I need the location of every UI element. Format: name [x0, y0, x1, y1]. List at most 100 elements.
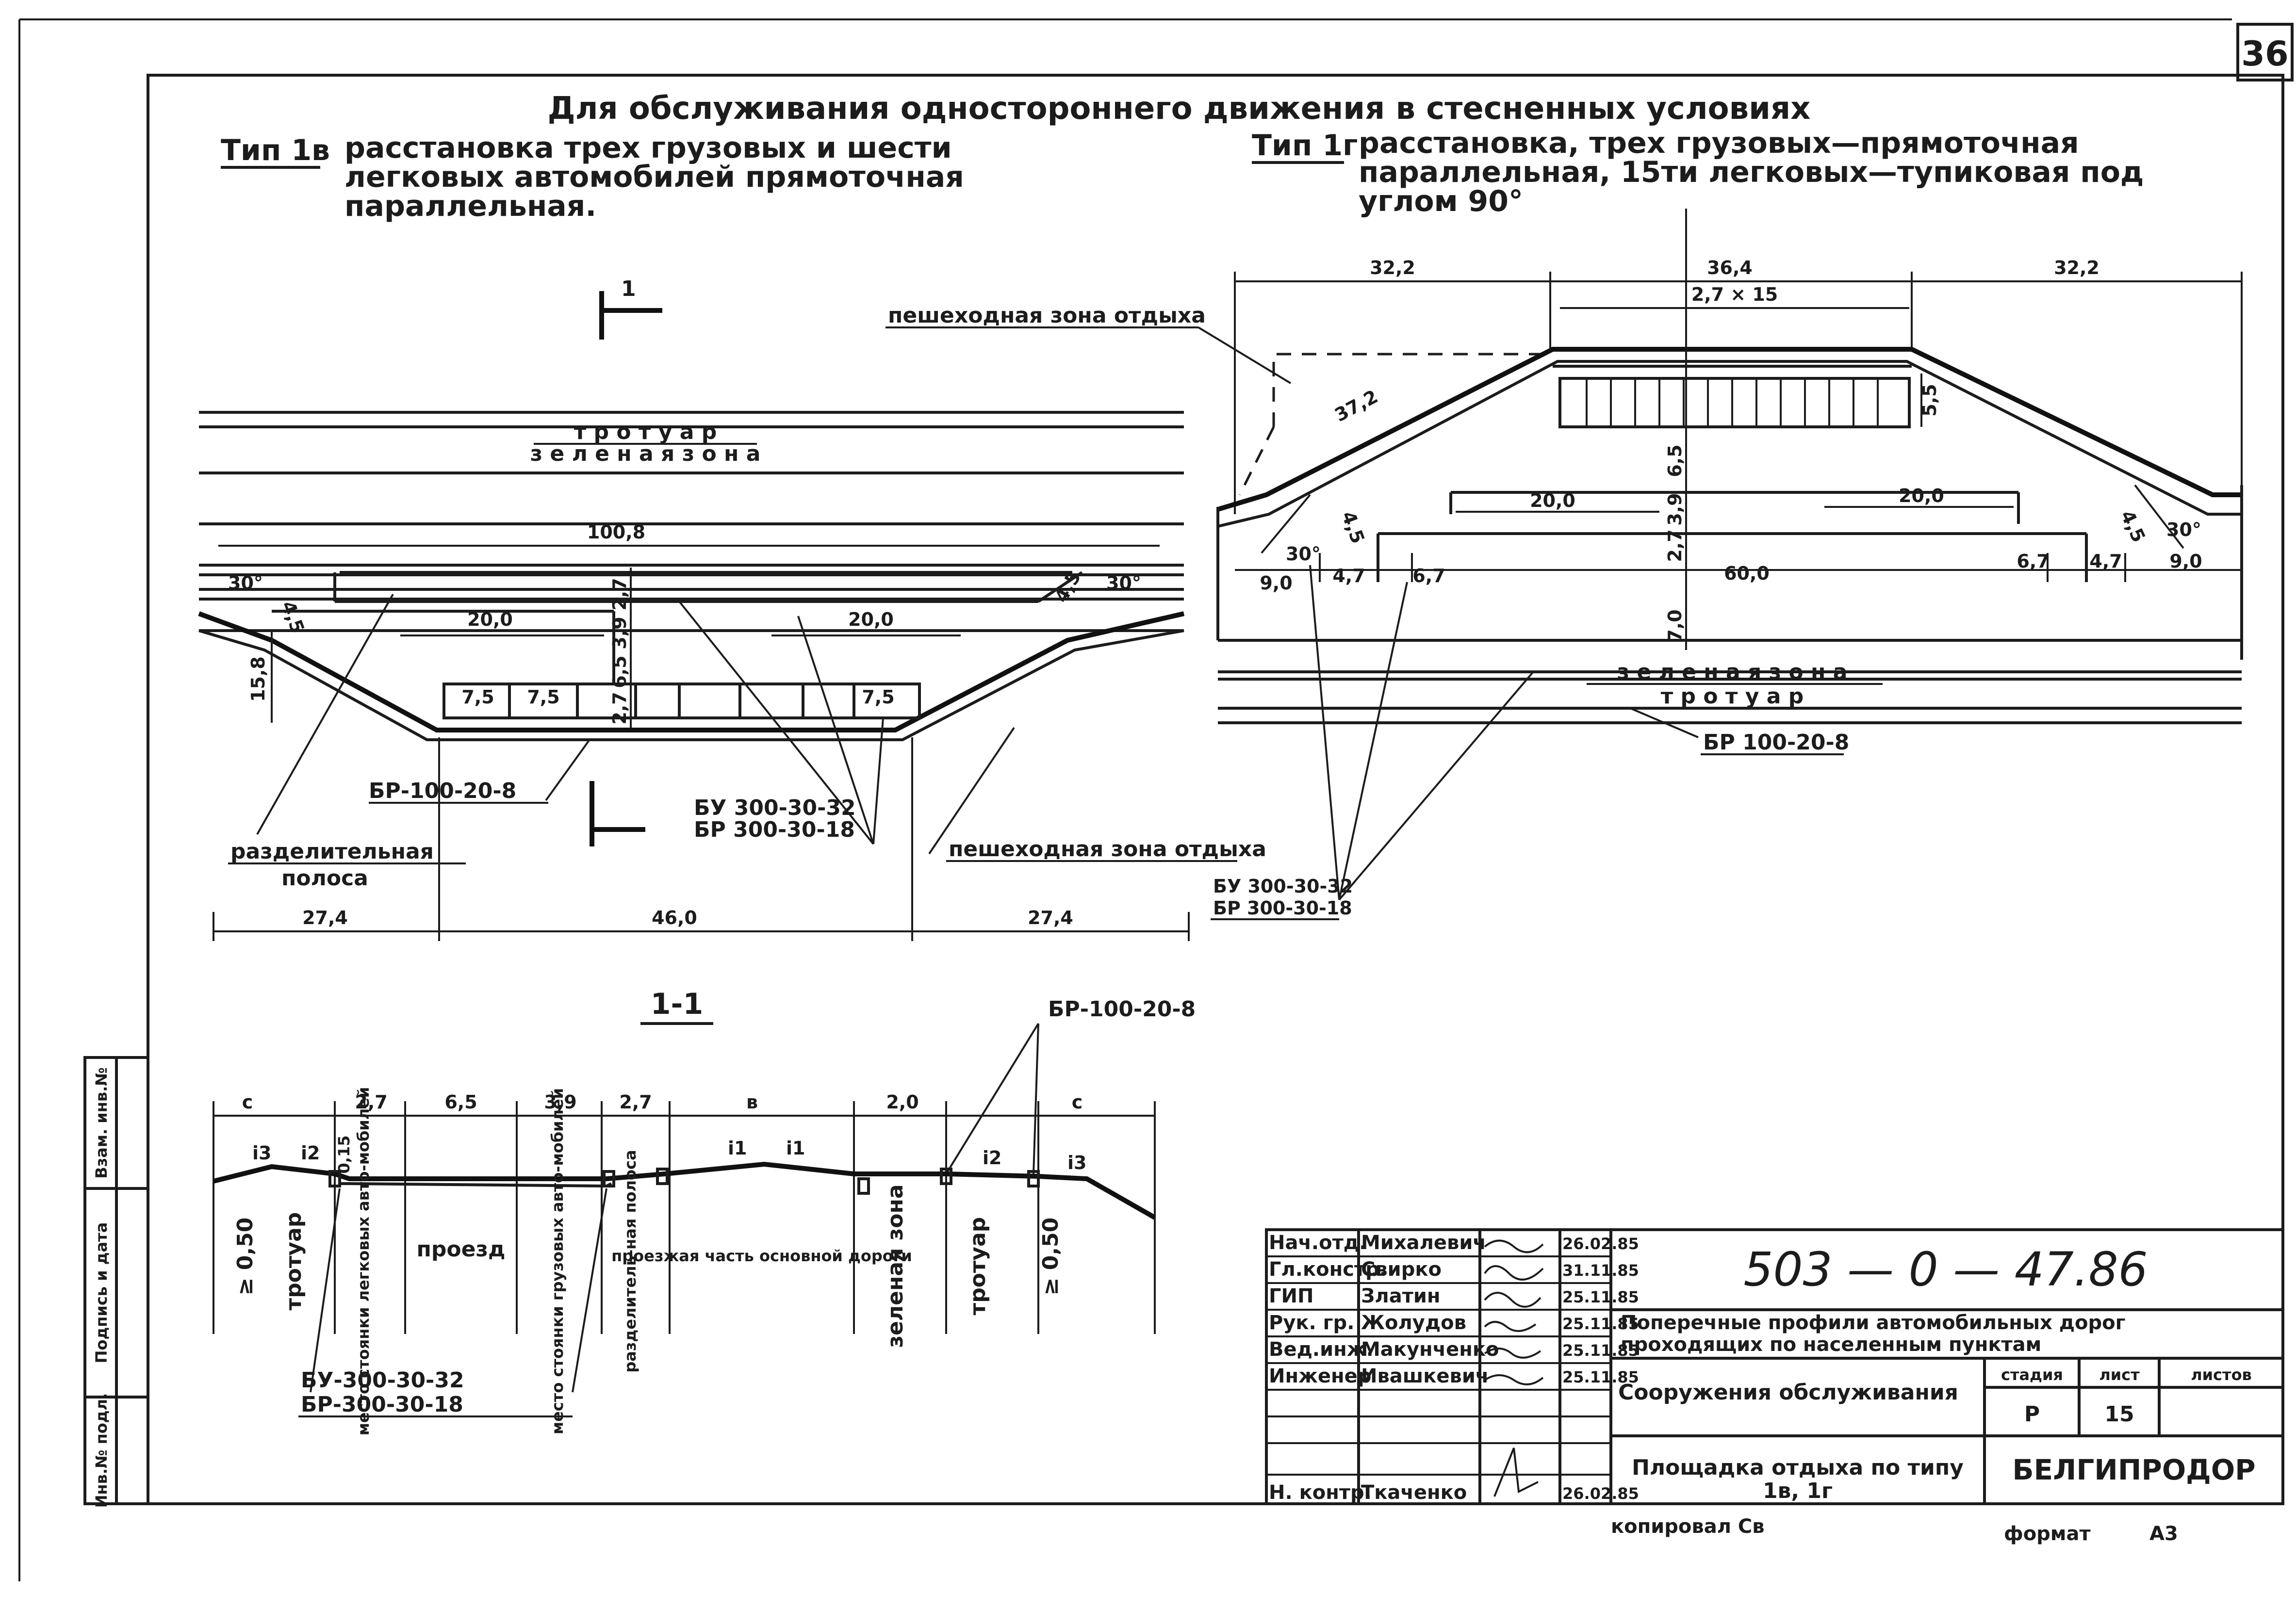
type-1v-dim-460: 46,0	[652, 907, 697, 928]
signature-3	[1484, 1292, 1542, 1308]
section-zone-sidewalk-left: тротуар	[281, 1212, 306, 1311]
sheet-frame: 36	[18, 18, 2294, 1581]
type-1v-br-label: БР-100-20-8	[369, 779, 516, 803]
section-slope-i3-right: i3	[1067, 1152, 1086, 1173]
type-1v-divider-label-2: полоса	[281, 866, 368, 891]
copied-by: копировал Св	[1611, 1515, 1765, 1538]
signature-10	[1493, 1447, 1539, 1497]
section-dim-65: 6,5	[444, 1091, 477, 1113]
section-slope-i2-left: i2	[301, 1142, 320, 1164]
tb-role-5: Вед.инж.	[1269, 1338, 1374, 1361]
tb-date-6: 25.11.85	[1562, 1368, 1639, 1386]
stamp-inv-label: Инв.№ подл.	[92, 1393, 111, 1508]
tb-date-1: 26.02.85	[1562, 1235, 1639, 1253]
tb-date-10: 26.02.85	[1562, 1484, 1639, 1503]
tb-name-6: Ивашкевич	[1361, 1365, 1489, 1387]
sheet-number: 36	[2241, 34, 2288, 74]
tb-role-4: Рук. гр.	[1269, 1312, 1354, 1334]
tb-role-10: Н. контр.	[1269, 1481, 1372, 1504]
stage-value: Р	[2024, 1402, 2040, 1427]
type-1v-dim-274-right: 27,4	[1028, 907, 1073, 928]
type-1v-desc-2: легковых автомобилей прямоточная	[344, 160, 964, 194]
stamp-sign-label: Подпись и дата	[92, 1222, 111, 1364]
type-1g-sidewalk-label: т р о т у а р	[1661, 684, 1804, 709]
tb-role-6: Инженер	[1269, 1365, 1371, 1387]
tb-name-10: Ткаченко	[1361, 1481, 1467, 1504]
sheet-value: 15	[2104, 1402, 2134, 1427]
type-1g-dim-55: 5,5	[1919, 384, 1940, 416]
section-zone-car-parking: место стоянки легковых авто-мобилей	[354, 1087, 373, 1436]
type-1v-dim-v-65: 6,5	[609, 655, 630, 688]
section-dim-27a: 2,7	[355, 1091, 387, 1113]
type-1g-dim-47-right: 4,7	[2089, 551, 2122, 572]
type-1g-dim-364: 36,4	[1707, 257, 1753, 278]
type-1v-dim-20-right: 20,0	[848, 609, 894, 630]
tb-name-5: Макунченко	[1361, 1338, 1499, 1361]
type-1v-dim-v-27a: 2,7	[609, 578, 630, 610]
section-mark-top: 1	[621, 276, 636, 301]
tb-date-3: 25.11.85	[1562, 1288, 1639, 1306]
section-dim-39: 3,9	[544, 1091, 576, 1113]
type-1g-desc-2: параллельная, 15ти легковых—тупиковая по…	[1359, 155, 2144, 189]
section-dim-20: 2,0	[886, 1091, 918, 1113]
type-1g-desc-3: углом 90°	[1359, 184, 1523, 218]
sheet-title-1: Площадка отдыха по типу	[1632, 1455, 1964, 1480]
section-zone-divider: разделитель-ная полоса	[621, 1150, 640, 1372]
signature-4	[1484, 1321, 1537, 1332]
section-slope-i1-right: i1	[786, 1138, 805, 1159]
tb-role-1: Нач.отд.	[1269, 1232, 1366, 1254]
type-1g-tag: Тип 1г	[1252, 129, 1358, 163]
side-stamp: Инв.№ подл. Подпись и дата Взам. инв.№	[83, 1056, 149, 1508]
type-1v-bu-label-2: БР 300-30-18	[694, 817, 855, 842]
tb-name-1: Михалевич	[1361, 1232, 1486, 1254]
hdr-stage: стадия	[2001, 1366, 2063, 1384]
hdr-sheets: листов	[2191, 1366, 2252, 1384]
type-1g-dim-27x15: 2,7 × 15	[1691, 284, 1778, 305]
section-dim-c-left: с	[242, 1091, 253, 1113]
type-1v-tag: Тип 1в	[221, 133, 330, 167]
format-value: А3	[2149, 1523, 2178, 1545]
type-1v-green-zone-label: з е л е н а я з о н а	[530, 441, 761, 466]
tb-name-3: Златин	[1361, 1285, 1441, 1307]
tb-date-4: 25.11.85	[1562, 1315, 1639, 1333]
type-1g-dim-90-right: 9,0	[2169, 551, 2202, 572]
signature-2	[1484, 1265, 1544, 1281]
section-dim-c-right: с	[1072, 1091, 1083, 1113]
section-height-015: 0,15	[335, 1136, 353, 1174]
section-zone-truck-parking: место стоянки грузовых авто-мобилей	[548, 1088, 567, 1434]
type-1g-dim-v-65: 6,5	[1664, 444, 1686, 477]
type-1v-dim-20-left: 20,0	[467, 609, 513, 630]
page-heading: Для обслуживания одностороннего движения…	[548, 91, 1811, 127]
type-1v-desc-3: параллельная.	[344, 189, 596, 223]
type-1v-desc-1: расстановка трех грузовых и шести	[344, 131, 952, 165]
type-1g-green-zone-label: з е л е н а я з о н а	[1617, 660, 1848, 684]
type-1g-dim-600: 60,0	[1724, 563, 1770, 584]
type-1v-sidewalk-label: т р о т у а р	[574, 420, 717, 444]
type-1g-br-label: БР 100-20-8	[1703, 730, 1849, 755]
signature-1	[1484, 1239, 1544, 1253]
type-1v-angle-left: 30°	[228, 572, 263, 594]
section-slope-i1-left: i1	[728, 1138, 747, 1159]
section-title: 1-1	[651, 987, 703, 1021]
signature-6	[1484, 1374, 1544, 1385]
type-1v-plan: Тип 1в расстановка трех грузовых и шести…	[198, 131, 1266, 941]
type-1v-dim-274-left: 27,4	[302, 907, 348, 928]
tb-name-2: Свирко	[1361, 1258, 1442, 1281]
section-zone-main-road: проезжая часть основной дороги	[611, 1247, 912, 1265]
format-label: формат	[2004, 1523, 2091, 1545]
type-1g-plan: Тип 1г расстановка, трех грузовых—прямот…	[886, 126, 2243, 920]
section-br-label: БР-100-20-8	[1048, 997, 1196, 1022]
type-1g-dim-67-right: 6,7	[2017, 551, 2049, 572]
type-1v-divider-label-1: разделительная	[230, 839, 434, 864]
doc-title-1: Поперечные профили автомобильных дорог	[1621, 1312, 2126, 1334]
type-1g-dim-45-left: 4,5	[1338, 508, 1369, 546]
section-bu-label-2: БР-300-30-18	[301, 1392, 463, 1417]
type-1v-dim-v-39: 3,9	[609, 617, 630, 649]
type-1v-dim-75-c: 7,5	[862, 686, 894, 708]
type-1g-angle-left: 30°	[1286, 543, 1321, 565]
type-1g-dim-67-left: 6,7	[1412, 565, 1445, 586]
type-1v-bu-label-1: БУ 300-30-32	[694, 796, 856, 820]
doc-title-2: проходящих по населенным пунктам	[1621, 1334, 2041, 1356]
tb-date-5: 25.11.85	[1562, 1341, 1639, 1360]
